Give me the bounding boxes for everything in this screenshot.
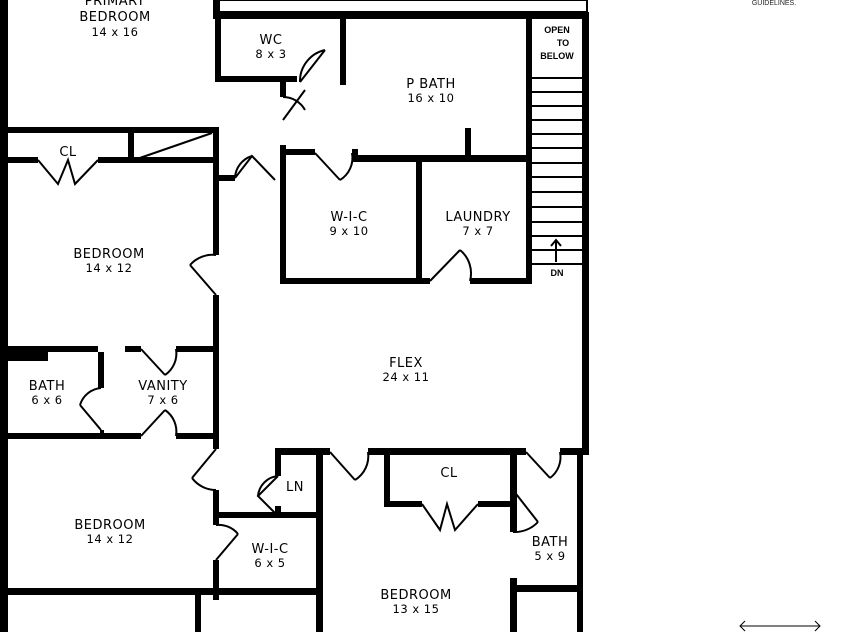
- guidelines-note: GUIDELINES.: [752, 0, 796, 7]
- doors: [37, 49, 562, 561]
- room-name: P BATH: [406, 77, 456, 92]
- room-name: CL: [59, 145, 77, 160]
- stair-label: OPEN: [544, 25, 570, 35]
- room-name: BEDROOM: [73, 247, 144, 262]
- stair-direction: DN: [551, 268, 564, 278]
- room-dims: 14 x 12: [86, 261, 133, 275]
- room-name: BATH: [532, 535, 569, 550]
- room-dims: 8 x 3: [255, 47, 286, 61]
- room-name: BEDROOM: [79, 10, 150, 25]
- room-dims: 7 x 7: [462, 224, 493, 238]
- room-name: FLEX: [389, 356, 423, 371]
- room-dims: 16 x 10: [408, 91, 455, 105]
- stair-label: BELOW: [540, 51, 574, 61]
- room-name: CL: [440, 466, 458, 481]
- room-name: BATH: [29, 379, 66, 394]
- walls: [0, 0, 589, 632]
- stair-label: TO: [557, 38, 569, 48]
- room-dims: 24 x 11: [383, 370, 430, 384]
- room-name: BEDROOM: [74, 518, 145, 533]
- room-name: LAUNDRY: [445, 210, 510, 225]
- stair-arrow-icon: [550, 238, 562, 262]
- room-name: WC: [260, 33, 283, 48]
- room-name: W-I-C: [251, 542, 288, 557]
- room-name: BEDROOM: [380, 588, 451, 603]
- room-name: W-I-C: [330, 210, 367, 225]
- room-name: LN: [286, 480, 304, 495]
- room-dims: 6 x 6: [31, 393, 62, 407]
- room-dims: 14 x 16: [92, 25, 139, 39]
- room-dims: 13 x 15: [393, 602, 440, 616]
- room-dims: 9 x 10: [329, 224, 368, 238]
- room-labels: PRIMARY BEDROOM 14 x 16 WC 8 x 3 P BATH …: [29, 0, 575, 616]
- room-dims: 14 x 12: [87, 532, 134, 546]
- stair-treads: [532, 77, 582, 265]
- room-dims: 7 x 6: [147, 393, 178, 407]
- dimension-arrow-icon: [739, 620, 821, 632]
- room-dims: 5 x 9: [534, 549, 565, 563]
- room-name: VANITY: [138, 379, 187, 394]
- room-name: PRIMARY: [85, 0, 145, 9]
- room-dims: 6 x 5: [254, 556, 285, 570]
